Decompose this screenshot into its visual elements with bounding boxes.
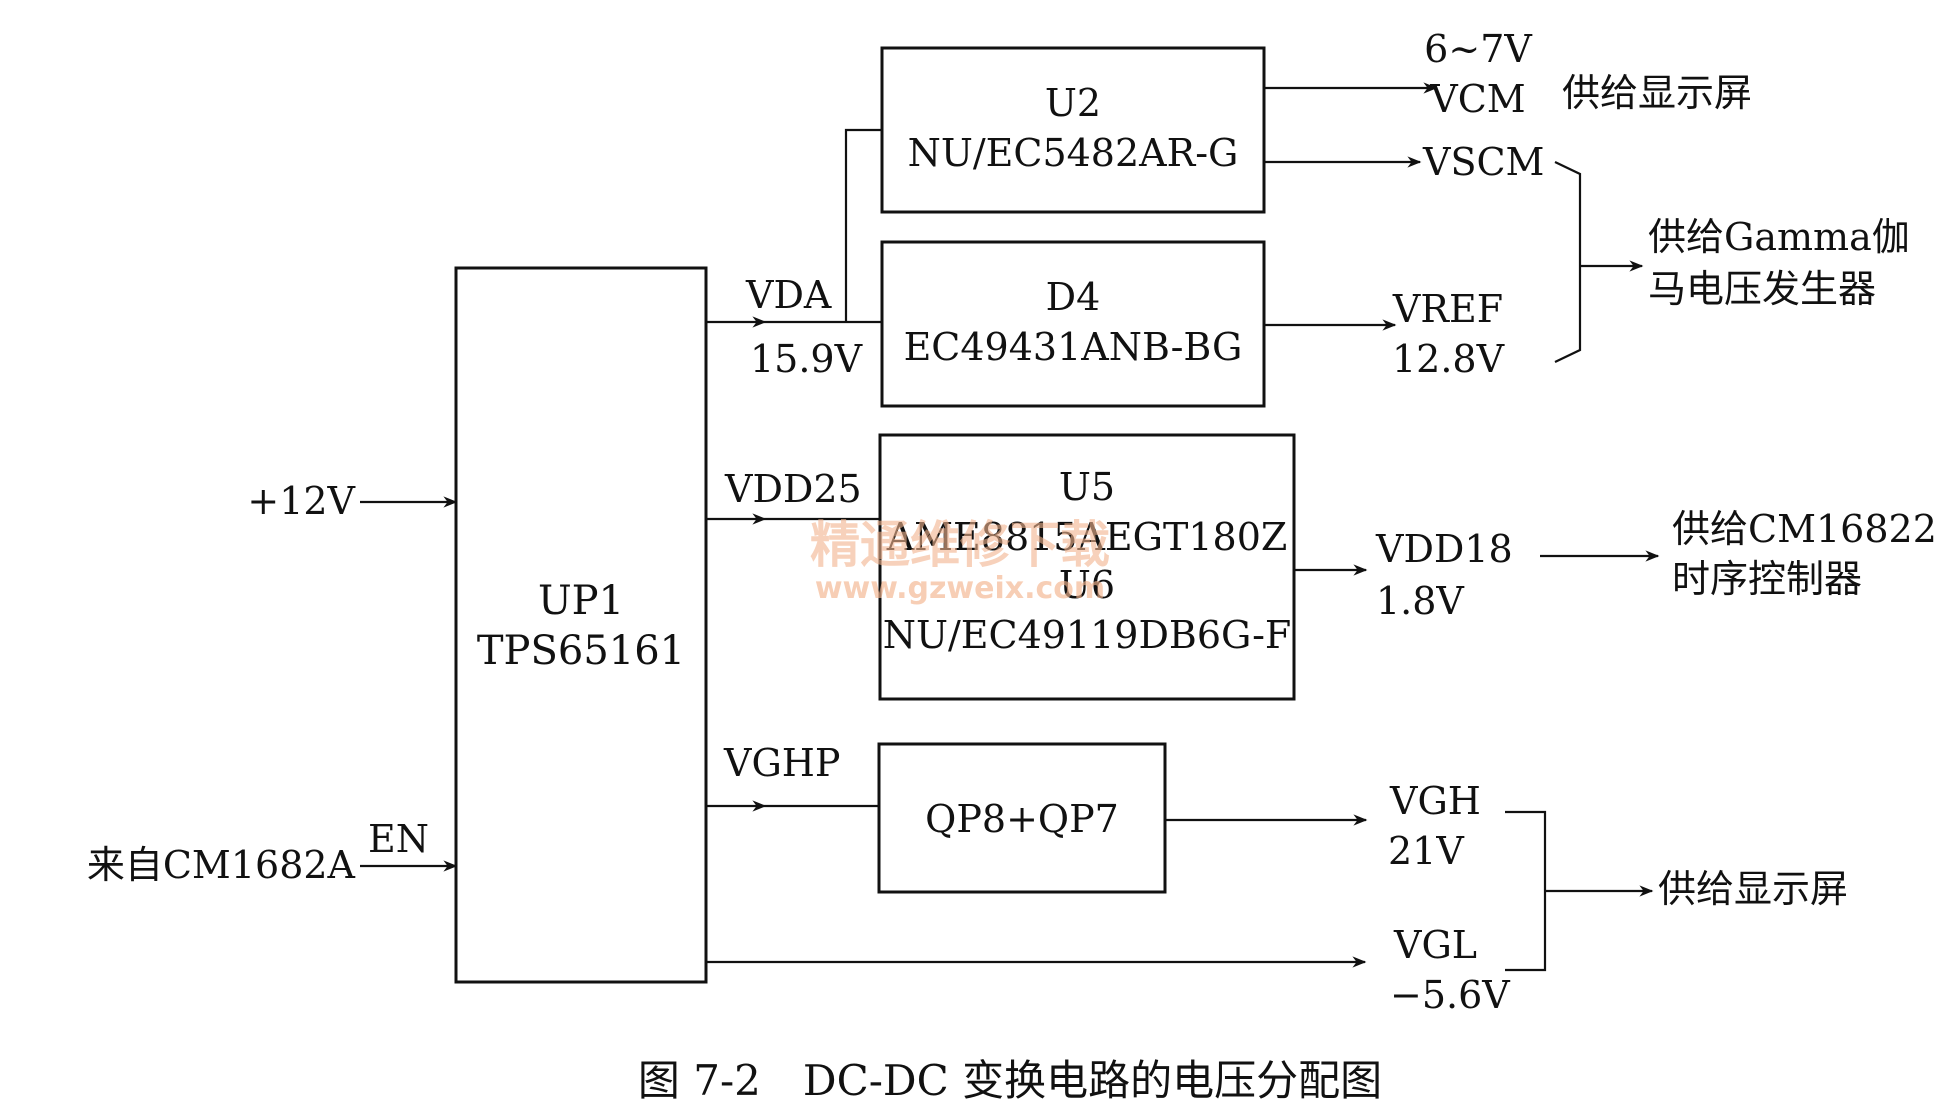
rail-vgl-voltage: −5.6V [1390, 973, 1510, 1017]
d4-part: EC49431ANB-BG [904, 325, 1243, 369]
bracket-gamma [1554, 161, 1582, 363]
bracket-display [1505, 810, 1547, 972]
target-display-bottom: 供给显示屏 [1658, 867, 1848, 911]
rail-vref-label: VREF [1392, 287, 1503, 331]
block-qp8-qp7 [877, 742, 1167, 894]
rail-vdd25-label: VDD25 [724, 467, 862, 511]
input-12v-label: +12V [247, 479, 355, 523]
rail-vscm-label: VSCM [1422, 140, 1544, 184]
u6-part: NU/EC49119DB6G-F [883, 613, 1292, 657]
rail-vda-voltage: 15.9V [750, 337, 863, 381]
rail-vcm-voltage: 6~7V [1424, 27, 1532, 71]
target-tcon-line1: 供给CM16822 [1672, 507, 1937, 551]
rail-vgh-label: VGH [1389, 779, 1481, 823]
rail-vda-label: VDA [745, 273, 832, 317]
qp-name: QP8+QP7 [925, 797, 1119, 841]
target-gamma-line1: 供给Gamma伽 [1648, 215, 1910, 259]
watermark-line2: www.gzweix.com [815, 571, 1105, 606]
rail-vcm-label: VCM [1429, 77, 1525, 121]
block-up1 [454, 266, 708, 984]
watermark-line1: 精通维修下载 [810, 516, 1110, 574]
up1-name: UP1 [538, 578, 624, 624]
u5-part: AME8815AEGT180Z [886, 515, 1288, 559]
rail-vref-voltage: 12.8V [1392, 337, 1505, 381]
rail-vghp-label: VGHP [723, 741, 841, 785]
rail-vgh-voltage: 21V [1388, 829, 1464, 873]
rail-vgl-label: VGL [1393, 923, 1477, 967]
block-u5-u6 [878, 433, 1296, 701]
figure-caption: 图 7-2 DC-DC 变换电路的电压分配图 [638, 1056, 1382, 1105]
rail-vdd18-voltage: 1.8V [1376, 579, 1464, 623]
target-display-top: 供给显示屏 [1562, 71, 1752, 115]
up1-part: TPS65161 [477, 628, 685, 674]
u2-name: U2 [1045, 81, 1101, 125]
d4-name: D4 [1046, 275, 1101, 319]
input-from-label: 来自CM1682A [87, 843, 356, 887]
block-u2 [880, 46, 1266, 214]
target-gamma-line2: 马电压发生器 [1648, 267, 1876, 311]
u2-part: NU/EC5482AR-G [908, 131, 1239, 175]
wire-vda-to-u2 [844, 128, 882, 322]
rail-vdd18-label: VDD18 [1375, 527, 1513, 571]
target-tcon-line2: 时序控制器 [1672, 557, 1862, 601]
block-d4 [880, 240, 1266, 408]
u6-name: U6 [1059, 563, 1115, 607]
input-en-label: EN [368, 817, 429, 861]
u5-name: U5 [1059, 465, 1115, 509]
